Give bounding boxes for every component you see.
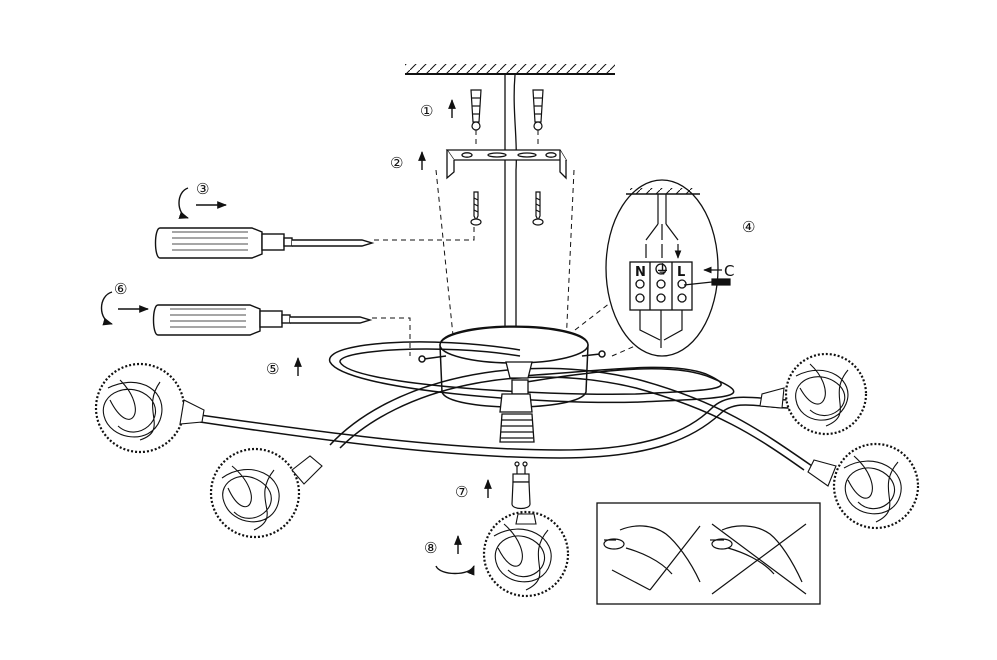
step-1: ① [420, 99, 456, 120]
power-cable [504, 74, 518, 330]
terminal-label-earth: ⏚ [656, 263, 669, 278]
wall-plug-icon [470, 89, 544, 131]
step-number: ② [390, 154, 403, 172]
strip-label: C [724, 262, 734, 280]
step-number: ① [420, 102, 433, 120]
spiral-frame [199, 341, 813, 471]
step-number: ③ [196, 180, 209, 198]
terminal-label-l: L [677, 265, 685, 280]
hand-icon [603, 525, 803, 583]
step-number: ④ [742, 218, 755, 236]
ceiling [405, 64, 615, 75]
g9-bulb-icon [511, 461, 531, 510]
screwdriver-icon [152, 304, 373, 336]
step-5: ⑤ [266, 357, 302, 378]
wire-ball-shade [482, 510, 570, 598]
handling-warning-box [596, 502, 821, 605]
rotate-arrow-icon [100, 187, 227, 326]
wire-ball-shade [759, 352, 868, 436]
wire-ball-shade [807, 442, 920, 530]
wire-ball-shade [209, 447, 323, 539]
wire-ball-shade [94, 362, 205, 454]
terminal-label-n: N [635, 265, 646, 280]
step-2: ② [390, 151, 426, 172]
screwdriver-icon [154, 227, 375, 259]
rotate-arrow-icon [435, 565, 475, 576]
step-number: ⑦ [455, 483, 468, 501]
mounting-bracket [445, 149, 568, 180]
step-7: ⑦ [455, 479, 492, 501]
step-number: ⑧ [424, 539, 437, 557]
step-6: ⑥ [114, 280, 127, 298]
step-4: ④ [742, 218, 755, 236]
screw-icon [470, 191, 544, 226]
step-number: ⑥ [114, 280, 127, 298]
lamp-holder [499, 361, 535, 443]
wiring-detail: N ⏚ L C [605, 179, 734, 357]
step-3: ③ [196, 180, 209, 198]
assembly-guide-lines [372, 130, 659, 357]
step-number: ⑤ [266, 360, 279, 378]
step-8: ⑧ [424, 535, 475, 576]
